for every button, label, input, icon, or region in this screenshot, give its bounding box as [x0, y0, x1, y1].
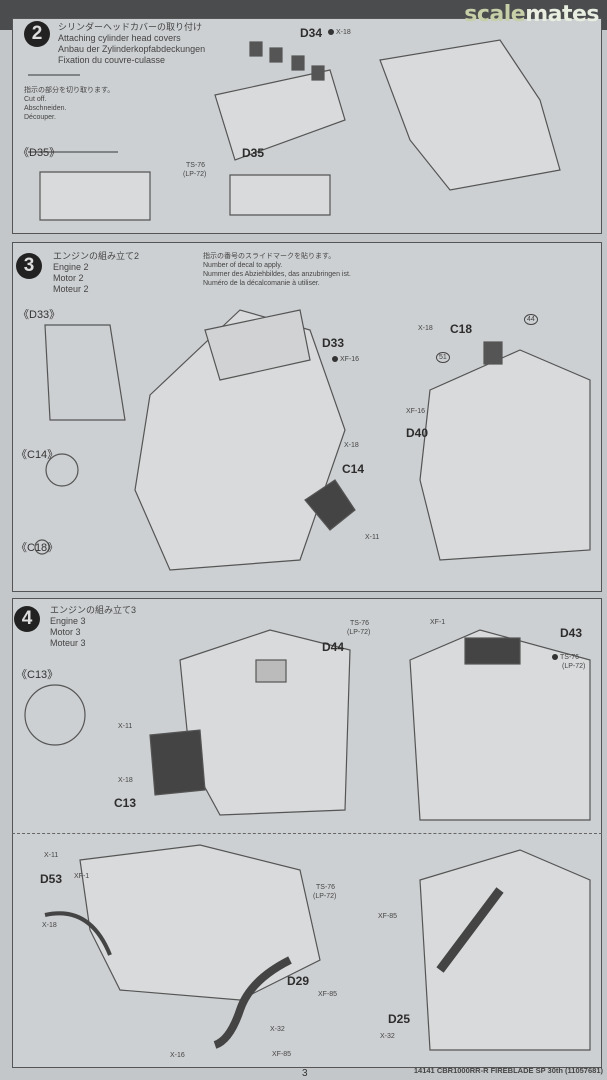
paint-label: X-32: [380, 1033, 395, 1040]
paint-label: TS-76: [316, 884, 336, 891]
part-label: D44: [322, 640, 345, 654]
title-fr: Moteur 2: [53, 284, 89, 294]
part-label: 《D35》: [18, 147, 61, 159]
note-ja: 指示の部分を切り取ります。: [24, 87, 115, 94]
paint-label: TS-76: [552, 654, 579, 661]
note-de: Nummer des Abziehbildes, das anzubringen…: [203, 271, 351, 278]
step-number: 3: [16, 253, 42, 279]
paint-label: (LP-72): [313, 893, 337, 900]
paint-label: XF-85: [378, 913, 398, 920]
part-label: D53: [40, 872, 63, 886]
paint-label: X-18: [328, 29, 351, 36]
paint-label: X-11: [365, 534, 380, 541]
paint-label: X-18: [42, 922, 57, 929]
scalemates-watermark: scalemates: [464, 2, 599, 27]
title-en: Engine 3: [50, 616, 86, 626]
paint-label: X-16: [170, 1052, 185, 1059]
step-title: エンジンの組み立て3 Engine 3 Motor 3 Moteur 3: [50, 605, 136, 649]
paint-label: XF-16: [406, 408, 426, 415]
note-de: Abschneiden.: [24, 105, 67, 112]
note-ja: 指示の番号のスライドマークを貼ります。: [203, 253, 336, 260]
paint-label: X-18: [118, 777, 133, 784]
paint-label: XF-85: [272, 1051, 292, 1058]
part-label: D35: [242, 146, 265, 160]
section-divider: [12, 833, 602, 834]
paint-label: TS-76: [350, 620, 370, 627]
title-fr: Fixation du couvre-culasse: [58, 55, 166, 65]
title-ja: シリンダーヘッドカバーの取り付け: [58, 22, 203, 32]
note-en: Cut off.: [24, 96, 47, 103]
page-number: 3: [302, 1068, 308, 1079]
note-en: Number of decal to apply.: [203, 262, 283, 269]
paint-label: X-32: [270, 1026, 285, 1033]
paint-label: XF-16: [332, 356, 359, 363]
paint-label: (LP-72): [183, 171, 207, 178]
engine-hoses-drawing: [44, 844, 591, 1051]
decal-number: 44: [524, 314, 538, 325]
title-fr: Moteur 3: [50, 638, 86, 648]
paint-label: XF-85: [318, 991, 338, 998]
part-label: D34: [300, 26, 323, 40]
part-label: C13: [114, 796, 137, 810]
note-fr: Numéro de la décalcomanie à utiliser.: [203, 280, 320, 287]
decal-note: 指示の番号のスライドマークを貼ります。 Number of decal to a…: [203, 252, 351, 288]
watermark-part: scale: [464, 2, 526, 27]
cut-off-note: 指示の部分を切り取ります。 Cut off. Abschneiden. Déco…: [24, 86, 114, 122]
title-ja: エンジンの組み立て2: [53, 251, 140, 261]
paint-label: X-18: [418, 325, 433, 332]
part-label: 《C13》: [16, 669, 59, 681]
step-title: シリンダーヘッドカバーの取り付け Attaching cylinder head…: [58, 22, 205, 66]
paint-label: XF-1: [74, 873, 90, 880]
title-en: Attaching cylinder head covers: [58, 33, 181, 43]
part-label: D25: [388, 1012, 411, 1026]
part-label: D29: [287, 974, 310, 988]
paint-label: X-11: [44, 852, 59, 859]
part-label: C18: [450, 322, 473, 336]
title-de: Anbau der Zylinderkopfabdeckungen: [58, 44, 206, 54]
part-label: 《D33》: [18, 309, 61, 321]
footer-product-code: 14141 CBR1000RR-R FIREBLADE SP 30th (110…: [413, 1066, 603, 1075]
paint-label: XF-1: [430, 619, 446, 626]
part-label: D40: [406, 426, 429, 440]
part-label: 《C18》: [16, 542, 59, 554]
decal-number: 51: [436, 352, 450, 363]
watermark-part: mates: [525, 2, 599, 27]
engine-3-drawing: [24, 629, 591, 821]
step-title: エンジンの組み立て2 Engine 2 Motor 2 Moteur 2: [53, 251, 139, 295]
part-label: D43: [560, 626, 583, 640]
cylinder-head-drawing: [28, 39, 561, 221]
part-label: C14: [342, 462, 365, 476]
note-fr: Découper.: [24, 114, 56, 121]
title-de: Motor 2: [53, 273, 84, 283]
paint-label: TS-76: [186, 162, 206, 169]
paint-label: X-11: [118, 723, 133, 730]
part-label: 《C14》: [16, 449, 59, 461]
paint-label: (LP-72): [562, 663, 586, 670]
title-en: Engine 2: [53, 262, 89, 272]
engine-2-drawing: [34, 309, 591, 571]
step-number: 4: [14, 606, 40, 632]
step-number: 2: [24, 21, 50, 47]
paint-label: (LP-72): [347, 629, 371, 636]
title-de: Motor 3: [50, 627, 81, 637]
title-ja: エンジンの組み立て3: [50, 605, 137, 615]
part-label: D33: [322, 336, 345, 350]
paint-label: X-18: [344, 442, 359, 449]
